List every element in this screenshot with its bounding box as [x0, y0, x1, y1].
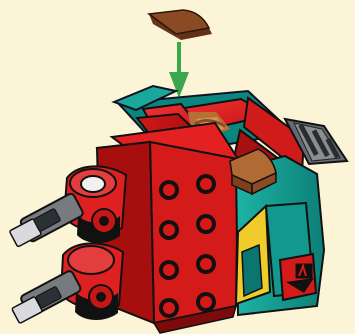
- new-part-tile: [149, 10, 212, 40]
- lower-thruster: [12, 243, 123, 323]
- dragon-model: [9, 86, 347, 333]
- upper-thruster: [9, 166, 126, 247]
